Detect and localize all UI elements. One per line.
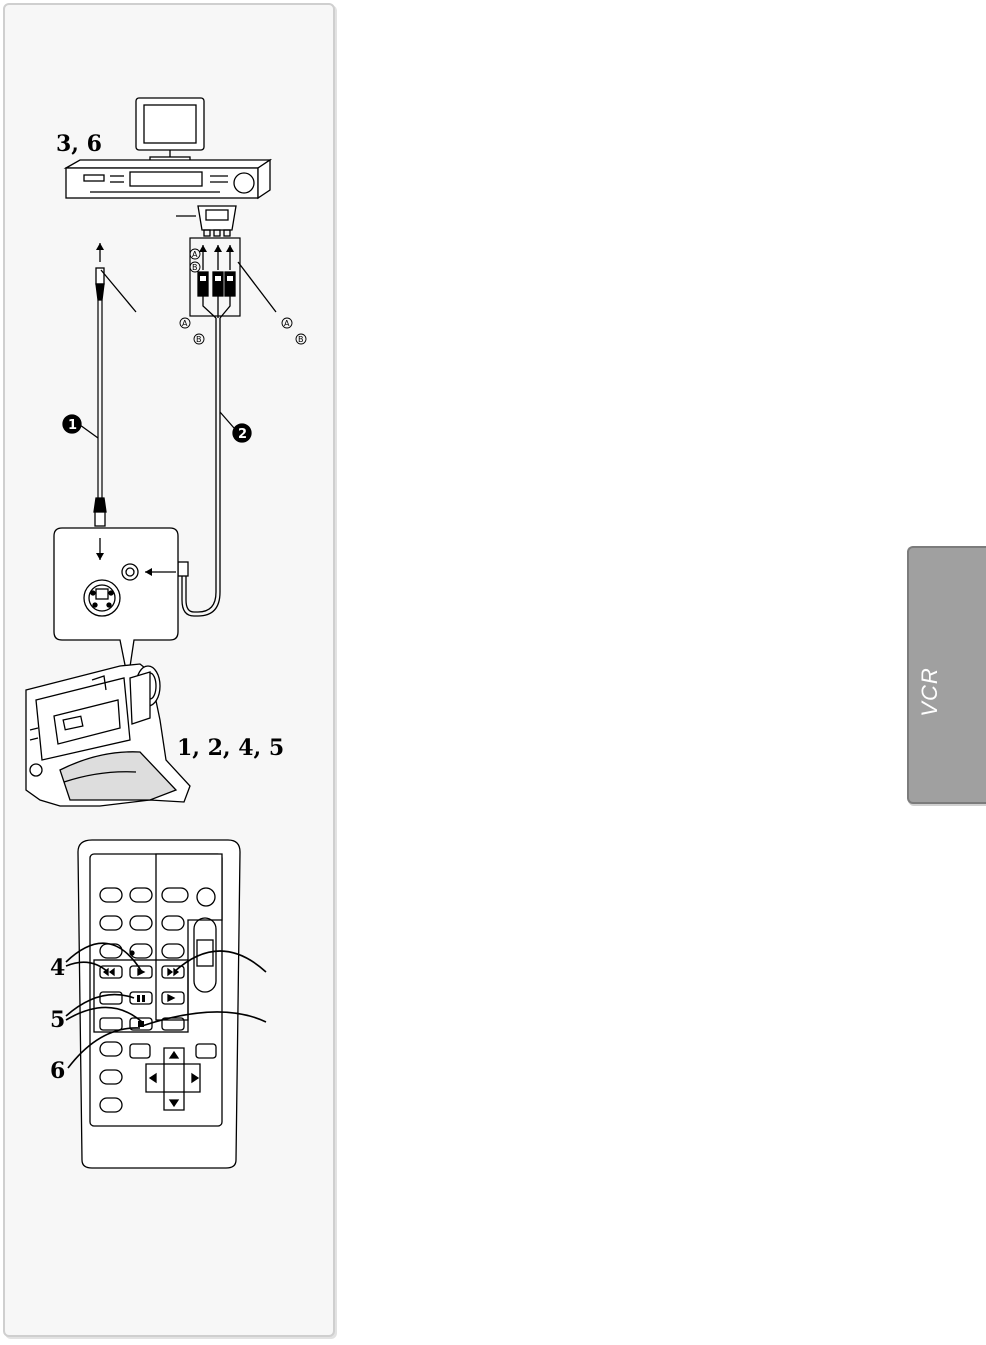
section-tab-label: VCR — [917, 652, 947, 732]
scart-adapter-icon — [176, 206, 236, 236]
cable-number-markers: 1 2 — [63, 412, 251, 442]
marker-a-vcr: A — [192, 250, 198, 259]
step-label-6: 6 — [50, 1058, 65, 1084]
section-tab: VCR — [907, 546, 986, 804]
marker-b-left: B — [196, 335, 202, 344]
marker-b-vcr: B — [192, 263, 198, 272]
step-label-5: 5 — [50, 1007, 65, 1033]
camcorder-icon — [26, 664, 190, 806]
marker-a-left: A — [182, 319, 188, 328]
s-video-cable — [94, 243, 136, 526]
step-label-vcr: 3, 6 — [56, 131, 102, 157]
vcr-icon — [66, 160, 270, 198]
av-cable — [178, 238, 276, 616]
cable-2-marker: 2 — [238, 427, 247, 442]
camera-jack-callout — [54, 528, 178, 680]
marker-b-right: B — [298, 335, 304, 344]
marker-a-right: A — [284, 319, 290, 328]
step-label-4: 4 — [50, 955, 65, 981]
remote-control-icon — [78, 840, 240, 1168]
cable-1-marker: 1 — [68, 418, 77, 433]
tv-icon — [136, 98, 204, 161]
step-label-camera: 1, 2, 4, 5 — [177, 735, 284, 761]
